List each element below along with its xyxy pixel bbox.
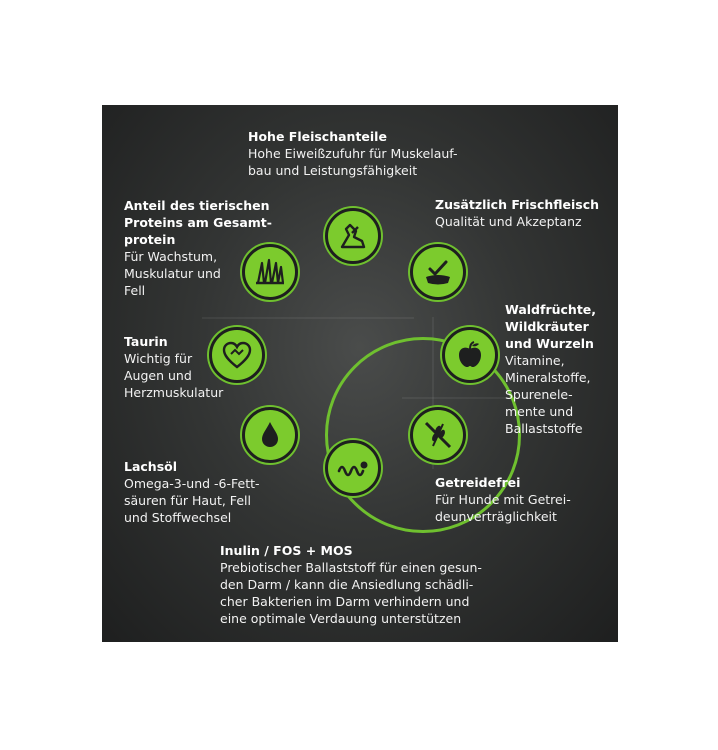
icon-wheel-ring (325, 337, 521, 533)
node-meat (325, 208, 381, 264)
heart-icon (222, 341, 252, 369)
node-inulin (325, 440, 381, 496)
feature-title: Waldfrüchte, Wildkräuter und Wurzeln (505, 302, 597, 351)
feature-protein: Anteil des tierischen Proteins am Gesamt… (124, 197, 294, 299)
node-grainfree (410, 407, 466, 463)
feature-salmon: Lachsöl Omega-3-und -6-Fett- säuren für … (124, 458, 294, 526)
feature-title: Anteil des tierischen Proteins am Gesamt… (124, 198, 272, 247)
guide-line (202, 317, 414, 319)
feature-desc: Prebiotischer Ballaststoff für einen ges… (220, 560, 482, 626)
feature-fresh: Zusätzlich Frischfleisch Qualität und Ak… (435, 196, 615, 230)
apple-icon (459, 341, 481, 367)
node-protein (242, 244, 298, 300)
feature-title: Zusätzlich Frischfleisch (435, 197, 600, 212)
feature-desc: Hohe Eiweißzufuhr für Muskelauf- bau und… (248, 146, 458, 178)
node-taurine (209, 327, 265, 383)
feature-desc: Qualität und Akzeptanz (435, 214, 582, 229)
feature-title: Hohe Fleischanteile (248, 129, 387, 144)
node-fruits (442, 327, 498, 383)
feature-grainfree: Getreidefrei Für Hunde mit Getrei- deunv… (435, 474, 615, 525)
feature-desc: Wichtig für Augen und Herzmuskulatur (124, 351, 224, 400)
feature-title: Taurin (124, 334, 168, 349)
feature-taurine: Taurin Wichtig für Augen und Herzmuskula… (124, 333, 254, 401)
leg-icon (340, 223, 366, 249)
feature-title: Lachsöl (124, 459, 178, 474)
infographic-panel: Hohe Fleischanteile Hohe Eiweißzufuhr fü… (102, 105, 618, 642)
droplet-icon (262, 422, 278, 447)
feature-fruits: Waldfrüchte, Wildkräuter und Wurzeln Vit… (505, 301, 617, 437)
feature-meat: Hohe Fleischanteile Hohe Eiweißzufuhr fü… (248, 128, 548, 179)
feature-desc: Für Wachstum, Muskulatur und Fell (124, 249, 221, 298)
node-fresh (410, 244, 466, 300)
fur-icon (256, 258, 285, 285)
feature-desc: Omega-3-und -6-Fett- säuren für Haut, Fe… (124, 476, 260, 525)
intestine-icon (337, 461, 368, 477)
node-salmon (242, 407, 298, 463)
feature-desc: Für Hunde mit Getrei- deunverträglichkei… (435, 492, 571, 524)
feature-inulin: Inulin / FOS + MOS Prebiotischer Ballast… (220, 542, 520, 627)
feature-title: Getreidefrei (435, 475, 521, 490)
feature-desc: Vitamine, Mineralstoffe, Spurenele- ment… (505, 353, 591, 436)
no-grain-icon (424, 421, 452, 449)
bowl-check-icon (426, 260, 450, 285)
feature-title: Inulin / FOS + MOS (220, 543, 353, 558)
